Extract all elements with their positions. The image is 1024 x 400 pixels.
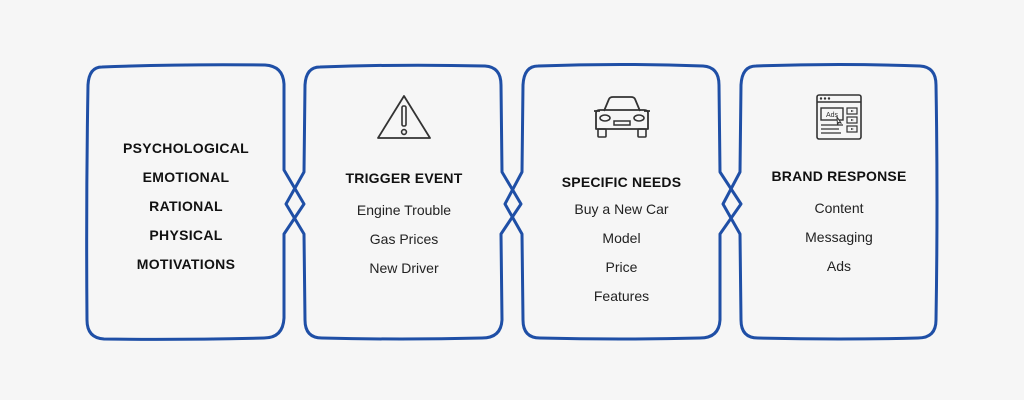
- list-item: Features: [593, 288, 650, 304]
- list-item: Content: [814, 200, 864, 216]
- motivation-line: PHYSICAL: [149, 227, 223, 243]
- motivation-line: PSYCHOLOGICAL: [122, 140, 250, 156]
- warning-triangle-icon: [377, 95, 431, 139]
- motivation-line: EMOTIONAL: [142, 169, 230, 185]
- list-item: Model: [602, 230, 641, 246]
- trigger-event-box: TRIGGER EVENT Engine Trouble Gas Prices …: [306, 92, 502, 283]
- box-title: BRAND RESPONSE: [771, 168, 907, 184]
- box-title: TRIGGER EVENT: [345, 170, 463, 186]
- box-title: SPECIFIC NEEDS: [561, 174, 682, 190]
- frame-box-4: [721, 63, 939, 341]
- list-item: Ads: [826, 258, 852, 274]
- specific-needs-box: SPECIFIC NEEDS Buy a New Car Model Price…: [523, 93, 720, 311]
- brand-response-box: Ads BRAND RESPONSE Content Messaging Ads: [741, 93, 937, 281]
- list-item: Gas Prices: [369, 231, 439, 247]
- list-item: Messaging: [805, 229, 873, 245]
- list-item: New Driver: [369, 260, 439, 276]
- frame-box-3: [503, 63, 743, 341]
- motivations-box: PSYCHOLOGICAL EMOTIONAL RATIONAL PHYSICA…: [88, 134, 284, 279]
- frame-box-1: [85, 63, 306, 341]
- motivation-line: MOTIVATIONS: [136, 256, 236, 272]
- frame-box-2: [284, 63, 523, 341]
- list-item: Price: [605, 259, 638, 275]
- browser-ads-icon: Ads: [816, 94, 862, 140]
- list-item: Buy a New Car: [574, 201, 669, 217]
- list-item: Engine Trouble: [356, 202, 452, 218]
- car-front-icon: [593, 96, 650, 138]
- ads-icon-label: Ads: [826, 112, 839, 119]
- motivation-line: RATIONAL: [149, 198, 223, 214]
